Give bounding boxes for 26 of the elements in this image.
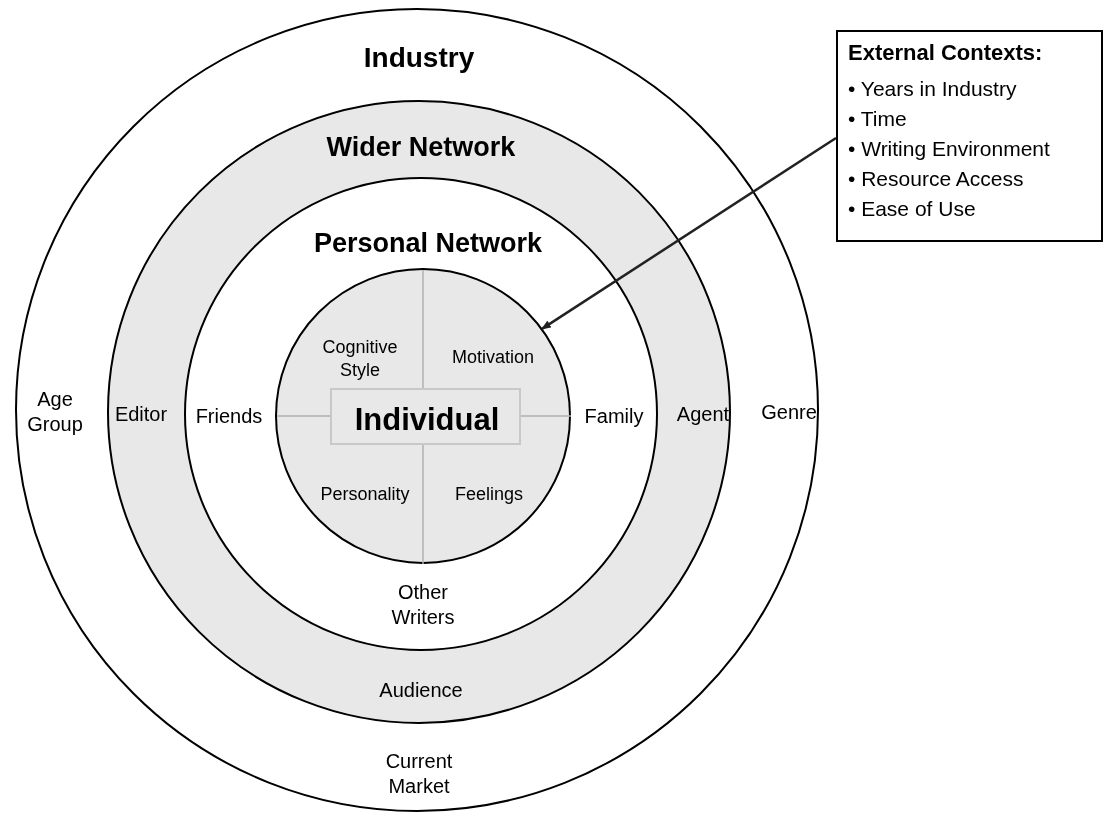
list-item: • Ease of Use [848, 196, 977, 222]
ring-label: Family [583, 403, 645, 429]
list-item: • Time [848, 106, 908, 132]
context-box [836, 30, 1103, 242]
ring-label: Friends [194, 403, 264, 429]
list-item: • Writing Environment [848, 136, 1051, 162]
center-label: Individual [353, 400, 501, 439]
center-box [330, 388, 521, 445]
quadrant-label: Feelings [453, 482, 524, 506]
quadrant-label: Motivation [450, 345, 535, 369]
ring-title: Personal Network [312, 227, 544, 261]
ring-label: Editor [113, 401, 169, 427]
arrow [541, 136, 837, 330]
ring-label: Audience [378, 677, 464, 703]
ring-label: Current Market [384, 749, 454, 799]
list-item: • Years in Industry [848, 76, 1018, 102]
box-heading: External Contexts: [848, 40, 1044, 66]
list-item: • Resource Access [848, 166, 1025, 192]
ring-label: Other Writers [390, 580, 456, 630]
ring-label: Genre [760, 399, 818, 425]
ring-title: Industry [362, 40, 476, 75]
ring-label: Age Group [26, 387, 84, 437]
quadrant-label: Cognitive Style [321, 335, 399, 381]
ring-title: Wider Network [325, 131, 517, 165]
ring-label: Agent [675, 401, 731, 427]
quadrant-label: Personality [319, 482, 411, 506]
